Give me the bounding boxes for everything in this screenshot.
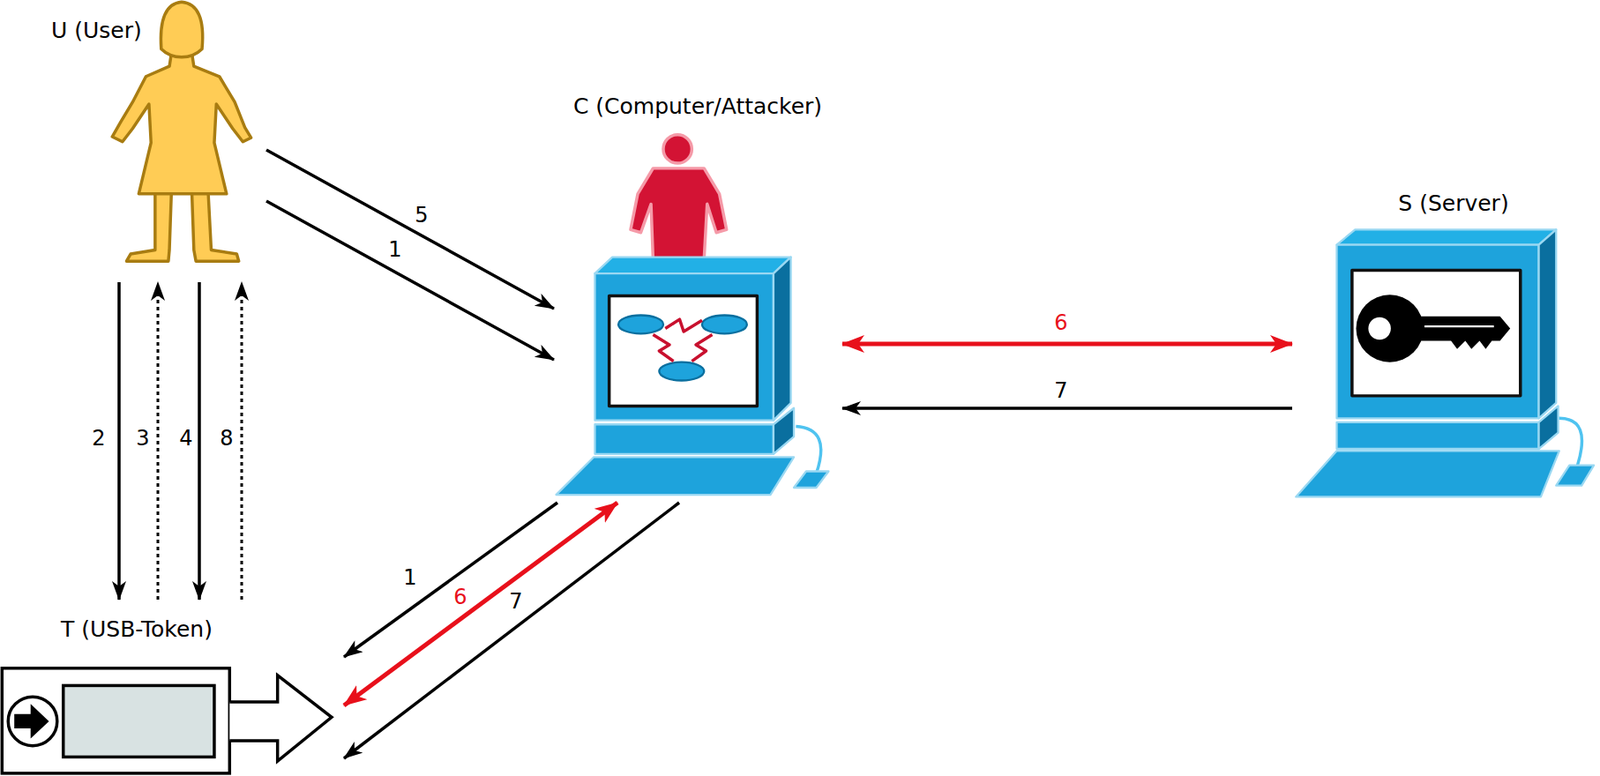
user-legs — [191, 191, 239, 262]
router-icon — [658, 362, 704, 382]
attack-arrow — [842, 342, 1293, 347]
step-number: 6 — [451, 585, 469, 609]
mouse-cable — [795, 426, 821, 474]
monitor-front — [594, 273, 773, 421]
monitor-front — [1337, 245, 1540, 419]
message-arrow — [117, 282, 121, 600]
network-link — [691, 334, 712, 361]
message-arrow — [266, 149, 554, 309]
router-icon — [702, 314, 748, 334]
step-number: 6 — [1052, 311, 1070, 335]
key-bow — [1356, 294, 1424, 362]
node-label: S (Server) — [1398, 190, 1509, 217]
usb-token — [1, 668, 332, 774]
network-link — [652, 334, 673, 361]
screen — [609, 295, 758, 406]
token-display — [63, 685, 215, 757]
key-hole — [1368, 317, 1391, 340]
computer-node: C (Computer/Attacker) — [553, 88, 843, 503]
router-icon — [618, 314, 664, 334]
attack-arrow — [343, 502, 618, 706]
base-front — [1337, 422, 1540, 449]
message-arrow — [343, 502, 680, 759]
token-button-arrow — [14, 703, 49, 739]
user-body — [112, 52, 251, 195]
step-number: 8 — [217, 426, 235, 450]
base-side — [1539, 405, 1559, 449]
step-number: 2 — [89, 426, 107, 450]
mouse — [793, 471, 829, 488]
mouse — [1555, 465, 1594, 486]
user-legs — [126, 191, 172, 262]
monitor-side — [1539, 229, 1557, 419]
server-computer — [1295, 229, 1594, 497]
key-blade — [1416, 316, 1511, 350]
user-head — [160, 1, 202, 57]
step-number: 5 — [412, 203, 430, 227]
key-groove — [1424, 325, 1495, 328]
monitor-top — [1337, 229, 1557, 245]
server-node: S (Server) — [1292, 186, 1595, 503]
step-number: 4 — [177, 426, 195, 450]
attacker-figure — [630, 134, 727, 260]
dotted-arrow — [240, 282, 244, 600]
mouse-cable — [1559, 418, 1583, 465]
token-button — [7, 696, 58, 747]
message-arrow — [343, 502, 558, 658]
key-icon — [1356, 294, 1511, 362]
dotted-arrow — [157, 282, 160, 600]
step-number: 7 — [1052, 379, 1070, 403]
token-node: T (USB-Token) — [0, 599, 344, 776]
keyboard — [1295, 450, 1559, 497]
step-number: 7 — [507, 590, 524, 614]
monitor-side — [773, 257, 792, 421]
step-number: 3 — [134, 426, 151, 450]
node-label: T (USB-Token) — [60, 616, 213, 643]
user-node: U (User) — [35, 1, 267, 283]
attacker-computer — [556, 257, 830, 496]
step-number: 1 — [386, 238, 404, 262]
attacker-body — [630, 168, 727, 260]
message-arrow — [842, 406, 1293, 411]
step-number: 1 — [401, 566, 419, 590]
message-arrow — [197, 282, 202, 600]
screen — [1352, 270, 1521, 397]
message-arrow — [266, 201, 554, 360]
network-link — [665, 319, 703, 332]
attacker-head — [663, 134, 692, 164]
base-front — [594, 424, 773, 455]
keyboard — [556, 456, 795, 495]
token-body — [1, 668, 230, 774]
base-side — [773, 408, 794, 455]
node-label: U (User) — [51, 17, 143, 45]
monitor-top — [594, 257, 791, 275]
usb-plug-arrow — [229, 675, 332, 762]
node-label: C (Computer/Attacker) — [573, 93, 823, 120]
